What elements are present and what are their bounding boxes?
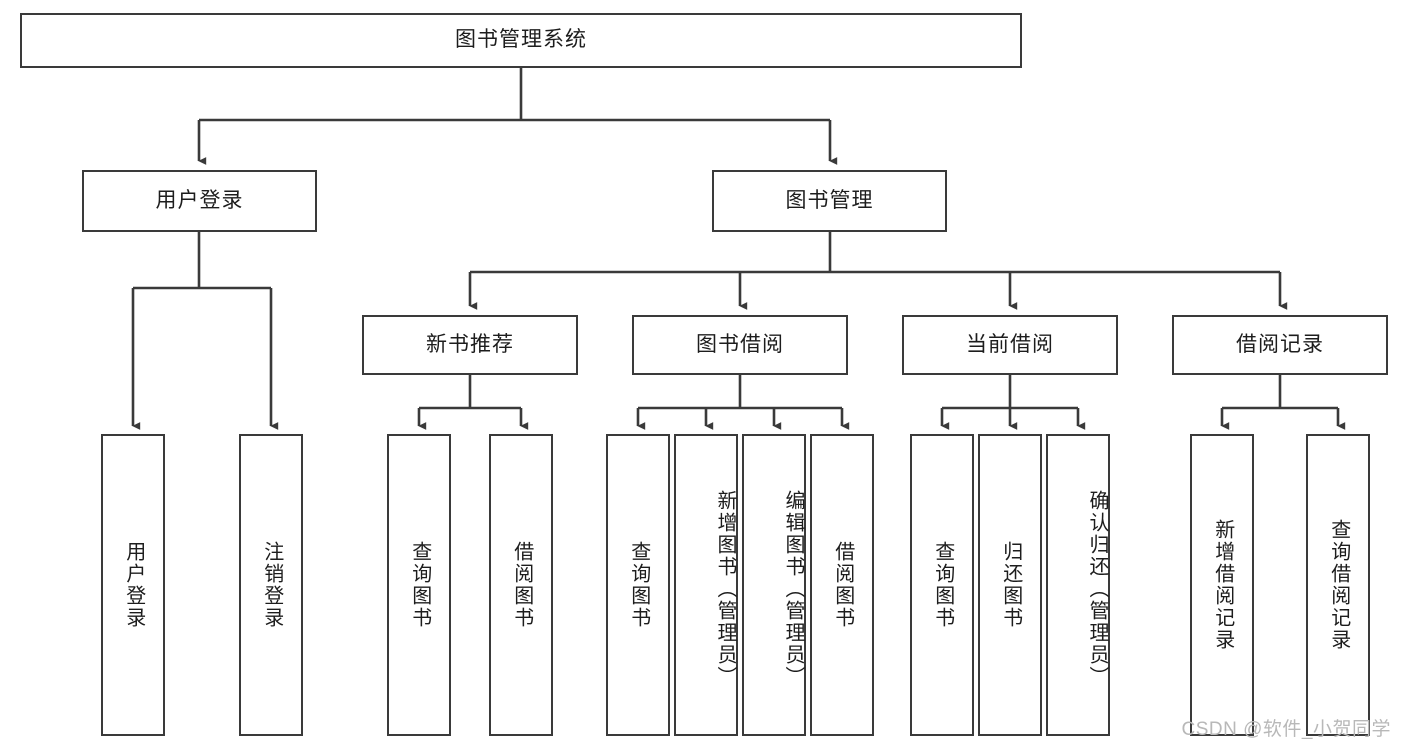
watermark-text: CSDN @软件_小贺同学 bbox=[1181, 719, 1391, 740]
node-leaf-logout-login[interactable]: 注销登录 bbox=[239, 434, 303, 736]
node-leaf-query-book-2-label: 查询图书 bbox=[627, 541, 650, 629]
node-leaf-add-book-admin-label: 新增图书（管理员） bbox=[714, 490, 736, 688]
node-leaf-borrow-book-1[interactable]: 借阅图书 bbox=[489, 434, 553, 736]
node-book-manage[interactable]: 图书管理 bbox=[712, 170, 947, 232]
node-leaf-return-book-label: 归还图书 bbox=[999, 541, 1022, 629]
node-root-label: 图书管理系统 bbox=[455, 28, 587, 52]
node-leaf-query-book-2[interactable]: 查询图书 bbox=[606, 434, 670, 736]
node-leaf-borrow-book-2[interactable]: 借阅图书 bbox=[810, 434, 874, 736]
node-leaf-add-borrow-record-label: 新增借阅记录 bbox=[1211, 519, 1234, 651]
node-new-book-recommend-label: 新书推荐 bbox=[426, 332, 514, 356]
node-leaf-query-borrow-record-label: 查询借阅记录 bbox=[1327, 519, 1350, 651]
node-book-borrow-label: 图书借阅 bbox=[696, 332, 784, 356]
node-user-login[interactable]: 用户登录 bbox=[82, 170, 317, 232]
node-leaf-edit-book-admin-label: 编辑图书（管理员） bbox=[782, 490, 804, 688]
node-user-login-label: 用户登录 bbox=[155, 188, 244, 212]
node-current-borrow[interactable]: 当前借阅 bbox=[902, 315, 1118, 375]
node-borrow-record-label: 借阅记录 bbox=[1236, 332, 1324, 356]
node-leaf-confirm-return-admin-label: 确认归还（管理员） bbox=[1086, 490, 1108, 688]
node-leaf-query-book-1[interactable]: 查询图书 bbox=[387, 434, 451, 736]
node-borrow-record[interactable]: 借阅记录 bbox=[1172, 315, 1388, 375]
node-leaf-query-book-3-label: 查询图书 bbox=[931, 541, 954, 629]
node-leaf-query-borrow-record[interactable]: 查询借阅记录 bbox=[1306, 434, 1370, 736]
node-root[interactable]: 图书管理系统 bbox=[20, 13, 1022, 68]
node-leaf-borrow-book-2-label: 借阅图书 bbox=[831, 541, 854, 629]
node-leaf-borrow-book-1-label: 借阅图书 bbox=[510, 541, 533, 629]
node-leaf-add-book-admin[interactable]: 新增图书（管理员） bbox=[674, 434, 738, 736]
node-leaf-confirm-return-admin[interactable]: 确认归还（管理员） bbox=[1046, 434, 1110, 736]
node-leaf-return-book[interactable]: 归还图书 bbox=[978, 434, 1042, 736]
node-current-borrow-label: 当前借阅 bbox=[966, 332, 1054, 356]
node-leaf-add-borrow-record[interactable]: 新增借阅记录 bbox=[1190, 434, 1254, 736]
node-leaf-logout-login-label: 注销登录 bbox=[260, 541, 283, 629]
node-leaf-query-book-1-label: 查询图书 bbox=[408, 541, 431, 629]
node-new-book-recommend[interactable]: 新书推荐 bbox=[362, 315, 578, 375]
node-book-borrow[interactable]: 图书借阅 bbox=[632, 315, 848, 375]
node-leaf-query-book-3[interactable]: 查询图书 bbox=[910, 434, 974, 736]
node-leaf-user-login-label: 用户登录 bbox=[122, 541, 145, 629]
node-leaf-user-login[interactable]: 用户登录 bbox=[101, 434, 165, 736]
node-book-manage-label: 图书管理 bbox=[785, 188, 874, 212]
node-leaf-edit-book-admin[interactable]: 编辑图书（管理员） bbox=[742, 434, 806, 736]
